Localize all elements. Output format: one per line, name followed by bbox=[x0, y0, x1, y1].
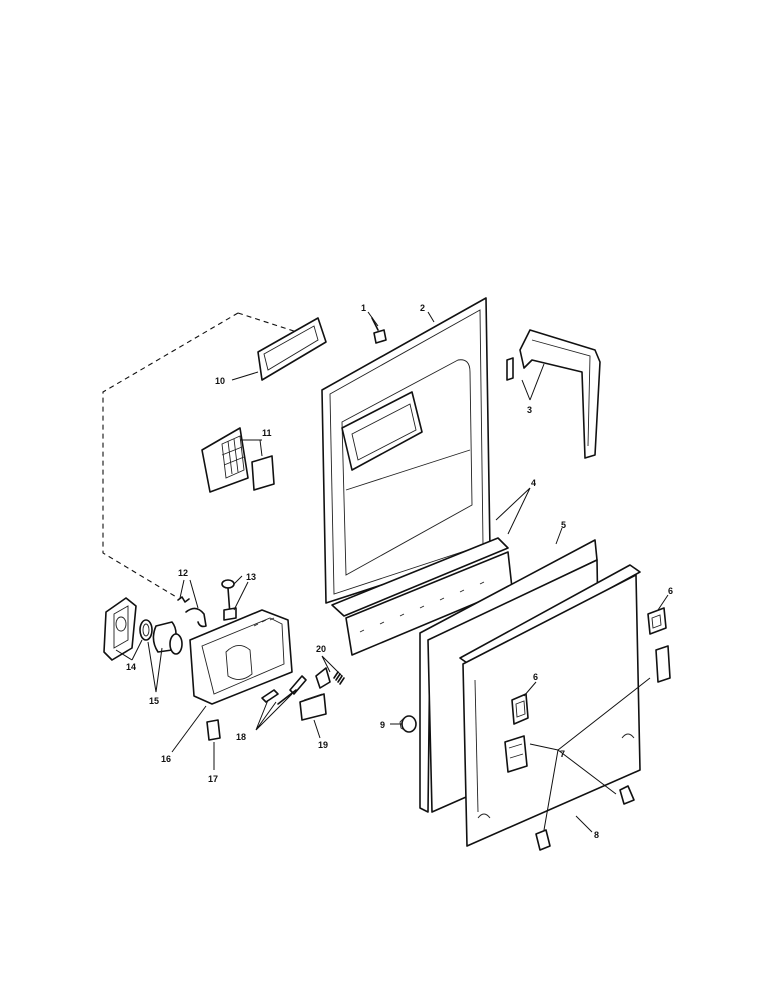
part-spring-small bbox=[315, 667, 345, 689]
part-clip bbox=[206, 719, 221, 741]
part-latch-right bbox=[647, 607, 667, 635]
part-hinge-bracket bbox=[506, 329, 601, 459]
callout-16: 16 bbox=[161, 754, 171, 764]
callout-1: 1 bbox=[361, 303, 366, 313]
callout-10: 10 bbox=[215, 376, 225, 386]
part-solenoid bbox=[299, 693, 327, 721]
part-dispenser-lid bbox=[103, 597, 137, 661]
callout-15: 15 bbox=[149, 696, 159, 706]
callout-4: 4 bbox=[531, 478, 536, 488]
part-screw bbox=[371, 317, 387, 344]
leader-lines bbox=[115, 311, 669, 833]
callout-2: 2 bbox=[420, 303, 425, 313]
part-spring bbox=[177, 596, 207, 628]
part-latch-center bbox=[511, 693, 529, 725]
callout-11: 11 bbox=[262, 428, 272, 438]
part-rinse-cap bbox=[139, 619, 183, 655]
part-dispenser-housing bbox=[189, 609, 293, 705]
callout-9: 9 bbox=[380, 720, 385, 730]
callout-14: 14 bbox=[126, 662, 136, 672]
part-dispenser-cover bbox=[201, 427, 275, 493]
callout-19: 19 bbox=[318, 740, 328, 750]
part-gasket-frame bbox=[257, 317, 327, 381]
part-actuator-pin bbox=[221, 579, 237, 621]
callout-6a: 6 bbox=[668, 586, 673, 596]
callout-12: 12 bbox=[178, 568, 188, 578]
assembly-guide-dashed-line bbox=[102, 312, 301, 599]
callout-5: 5 bbox=[561, 520, 566, 530]
part-hinge-channel bbox=[331, 537, 513, 656]
callout-20: 20 bbox=[316, 644, 326, 654]
part-knob bbox=[399, 715, 417, 733]
callout-8: 8 bbox=[594, 830, 599, 840]
part-lever bbox=[261, 675, 307, 705]
callout-13: 13 bbox=[246, 572, 256, 582]
callout-18: 18 bbox=[236, 732, 246, 742]
callout-6b: 6 bbox=[533, 672, 538, 682]
callout-7: 7 bbox=[560, 749, 565, 759]
part-door-bracket bbox=[504, 645, 671, 851]
callout-17: 17 bbox=[208, 774, 218, 784]
callout-3: 3 bbox=[527, 405, 532, 415]
